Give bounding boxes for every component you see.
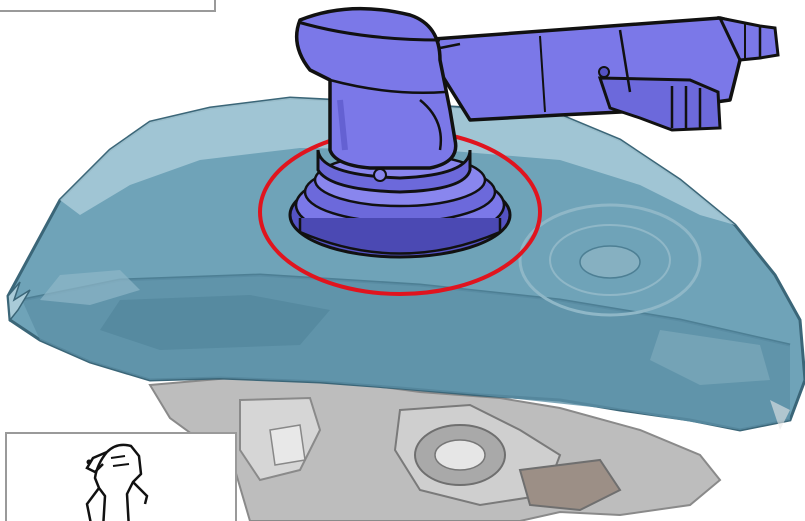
step-inset-frame xyxy=(0,0,216,12)
spray-bottle-inset xyxy=(5,432,237,521)
spray-bottle-icon xyxy=(7,434,239,521)
